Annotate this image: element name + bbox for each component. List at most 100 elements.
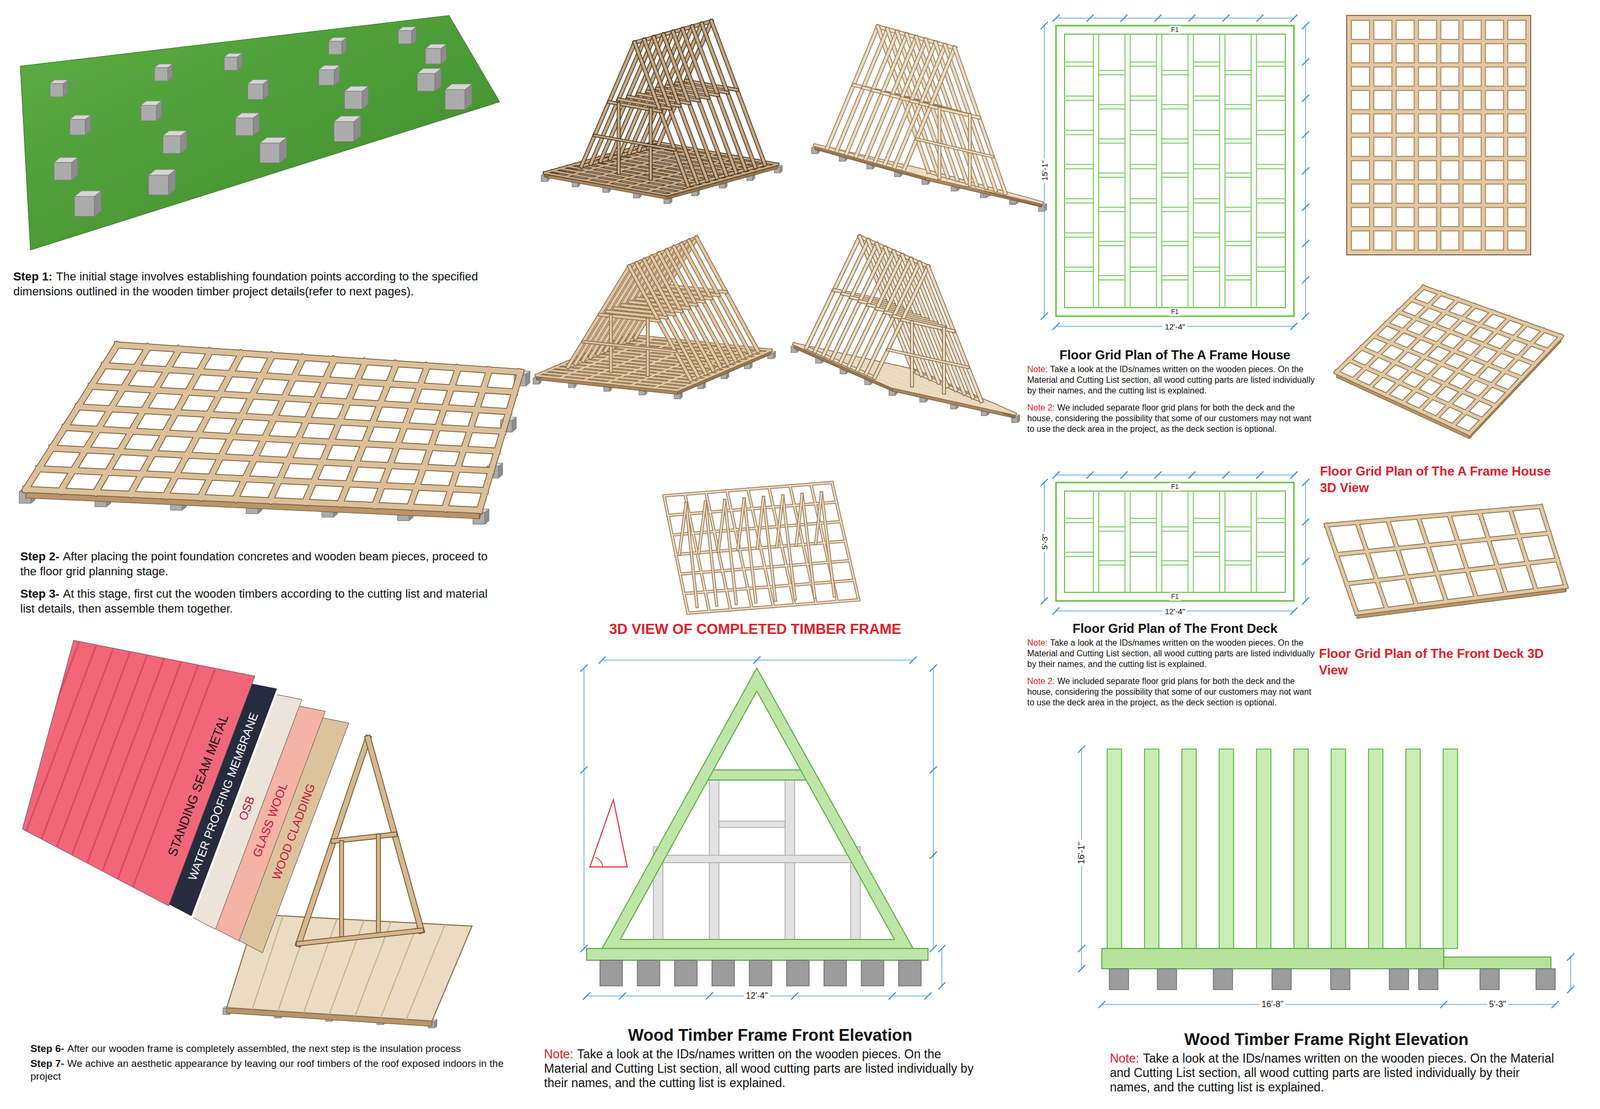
blocking — [1193, 133, 1220, 135]
dimension-tick — [580, 945, 588, 952]
blocking — [1225, 172, 1252, 174]
concrete-pier — [318, 69, 335, 86]
grid-cell — [1462, 67, 1482, 87]
timber-beam — [763, 497, 776, 601]
standing-seam — [73, 581, 212, 950]
grid-cell — [1507, 207, 1526, 227]
blocking — [1098, 69, 1125, 71]
timber-beam — [636, 263, 699, 377]
floor-joist — [1356, 522, 1387, 610]
blocking — [1161, 526, 1188, 528]
blocking — [1256, 65, 1286, 67]
dimension-tick — [1222, 472, 1230, 479]
floor-beam — [1101, 948, 1444, 970]
grid-cell — [1418, 207, 1437, 227]
concrete-pier — [434, 68, 442, 92]
rafter — [1107, 749, 1122, 949]
timber-beam — [954, 48, 1006, 194]
dimension-text: 16'-8" — [1261, 1000, 1284, 1010]
dimension-tick — [1120, 14, 1127, 22]
dimension-tick — [1290, 14, 1298, 22]
timber-beam — [340, 843, 344, 940]
blocking — [1064, 164, 1094, 166]
blocking — [1225, 108, 1252, 110]
concrete-pier — [280, 137, 287, 164]
dimension-tick — [580, 665, 588, 672]
step-text-text: At this stage, first cut the wooden timb… — [20, 587, 488, 616]
dimension-tick — [1222, 14, 1230, 22]
blocking — [1256, 168, 1286, 170]
grid-cell — [1507, 160, 1526, 180]
timber-beam — [644, 40, 698, 183]
timber-beam — [718, 500, 725, 552]
grid-cell — [1441, 43, 1460, 63]
concrete-pier — [333, 121, 354, 142]
blocking — [1064, 236, 1094, 238]
dimension-tick — [930, 766, 937, 774]
dimension-tick — [791, 993, 798, 1000]
grid-cell — [1441, 137, 1460, 157]
blocking — [1098, 560, 1125, 562]
step-text-text: Step 3- — [20, 587, 60, 601]
grid-cell — [1507, 184, 1526, 204]
blocking — [1064, 266, 1094, 268]
floor-edge — [1540, 506, 1566, 592]
floor-joist — [1256, 491, 1258, 593]
grid-cell — [1462, 43, 1482, 63]
floor-joist — [1219, 491, 1221, 593]
concrete-pier — [434, 1020, 437, 1029]
grid-cell — [1418, 230, 1437, 251]
grid-cell — [1418, 20, 1437, 40]
dimension-tick — [1302, 597, 1309, 605]
floor-joist — [1387, 520, 1417, 606]
step-text-text: After our wooden frame is completely ass… — [67, 1043, 461, 1055]
note: Note 2:We included separate floor grid p… — [1027, 676, 1321, 709]
concrete-pier — [1017, 414, 1020, 423]
concrete-pier — [235, 117, 254, 136]
part-id-text: F1 — [1171, 308, 1179, 316]
floor-joist — [542, 372, 684, 388]
dimension-tick — [1567, 954, 1574, 961]
part-id: F1 — [1169, 308, 1181, 317]
blocking — [1130, 65, 1157, 67]
blocking — [1225, 206, 1252, 208]
dimension-tick — [1188, 14, 1196, 22]
blocking — [1161, 108, 1188, 110]
dimension-tick — [1302, 313, 1309, 320]
note-text: We included separate floor grid plans fo… — [1027, 676, 1312, 708]
blocking — [1098, 74, 1125, 76]
timber-beam — [634, 42, 688, 186]
grid-cell — [1507, 20, 1526, 40]
grid-cell — [1351, 184, 1370, 204]
concrete-pier — [898, 960, 922, 987]
note-text: Note: — [1109, 1051, 1140, 1066]
standing-seam — [41, 569, 180, 938]
grid-cell — [1351, 230, 1370, 251]
blocking — [1130, 168, 1157, 170]
dimension-tick — [1567, 986, 1574, 994]
floor-edge — [1469, 336, 1562, 439]
floor-joist — [1224, 491, 1226, 593]
timber-beam — [757, 497, 764, 549]
dimension-tick — [889, 993, 896, 1000]
blocking — [1130, 133, 1157, 135]
concrete-pier — [411, 26, 417, 44]
grid-cell — [1441, 67, 1460, 87]
concrete-pier — [600, 960, 623, 987]
timber-beam — [594, 135, 675, 150]
floor-joist — [1387, 520, 1417, 606]
timber-frame-3d — [533, 21, 1047, 614]
dimension-tick — [930, 665, 937, 672]
floor-joist — [1479, 512, 1507, 595]
floor-joist — [1346, 560, 1558, 584]
floor-beam — [586, 948, 928, 961]
grid-cell — [1373, 137, 1392, 157]
dimension-tick — [1302, 58, 1309, 66]
floor-joist — [688, 600, 859, 614]
grid-cell — [1396, 67, 1415, 87]
timber-beam — [928, 266, 982, 402]
dimension-tick — [598, 657, 606, 664]
grid-cell — [1418, 160, 1437, 180]
grid-cell — [1507, 43, 1526, 63]
drawing-title-text: Wood Timber Frame Right Elevation — [1184, 1030, 1469, 1050]
